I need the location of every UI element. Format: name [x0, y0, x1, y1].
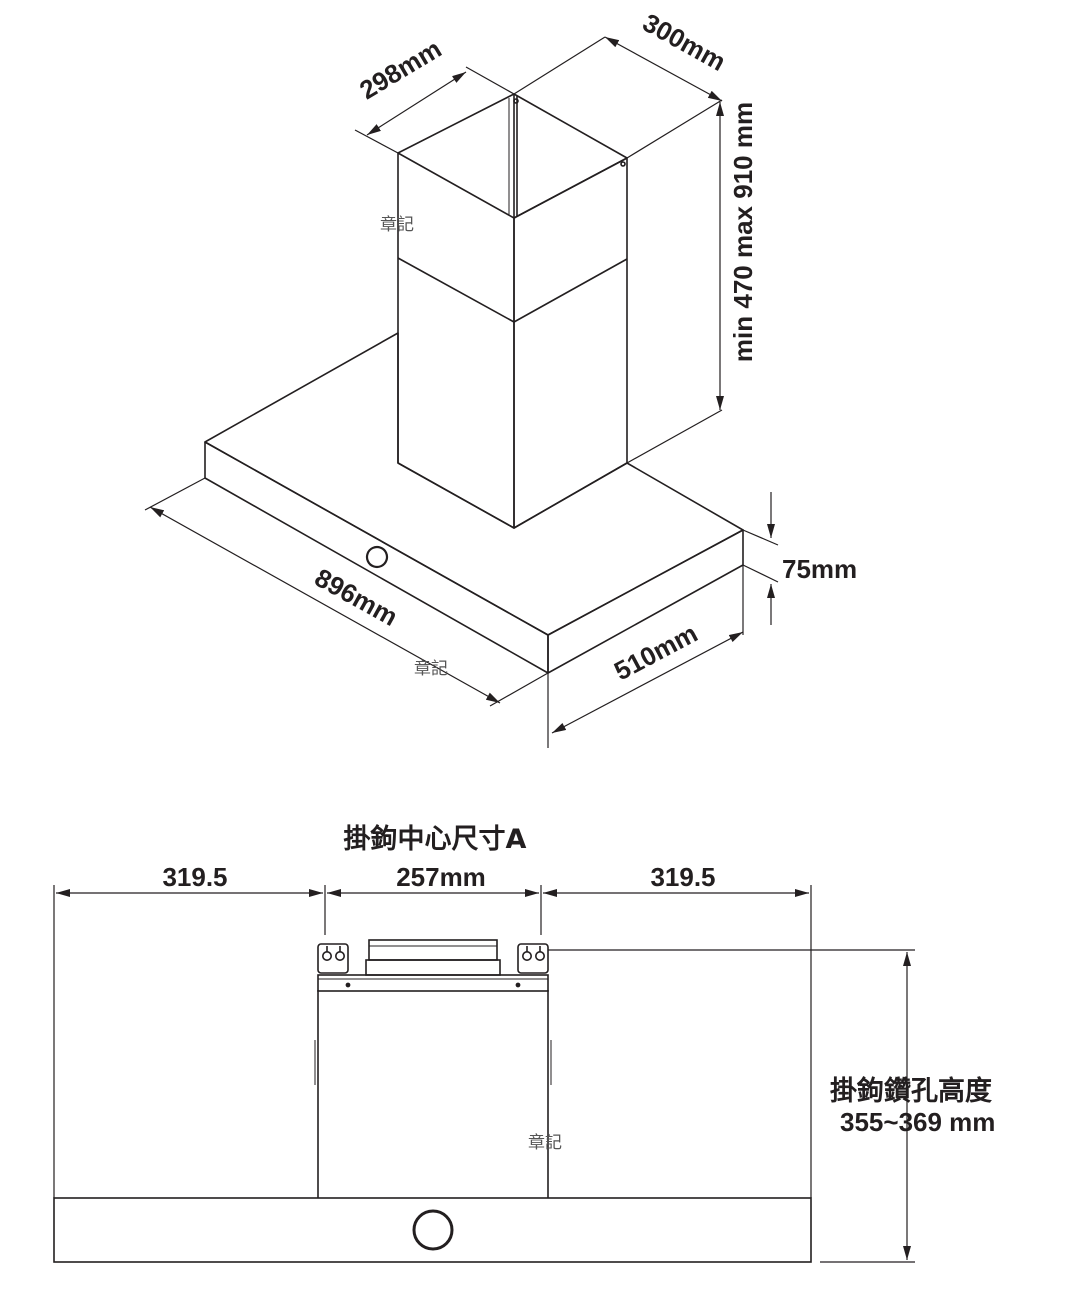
chimney-front-face — [397, 152, 515, 529]
hook-left — [317, 943, 349, 974]
chimney-depth-label: 300mm — [638, 7, 731, 77]
motor-housing — [368, 939, 498, 961]
bracket-screw — [620, 161, 626, 167]
left-offset-label: 319.5 — [162, 862, 227, 892]
dim-hook-spacing — [53, 885, 812, 1198]
dim-chimney-height — [626, 102, 724, 464]
watermark: 章記 — [414, 659, 448, 679]
chimney-height-label: min 470 max 910 mm — [728, 102, 758, 362]
watermark: 章記 — [380, 215, 414, 235]
dim-hood-width — [144, 477, 549, 707]
front-control-knob-icon — [412, 1209, 454, 1251]
chimney — [397, 93, 628, 529]
front-hood-body — [53, 1197, 812, 1263]
hook-center-title: 掛鉤中心尺寸A — [344, 823, 527, 855]
chimney-back-edge-top — [397, 93, 515, 154]
chimney-back-panel-edge — [513, 93, 628, 159]
chimney-top-right-edge — [513, 157, 628, 219]
dim-hood-thickness — [742, 492, 779, 625]
hood-width-label: 896mm — [310, 562, 403, 632]
chimney-joint-front — [397, 257, 515, 323]
center-span-label: 257mm — [396, 862, 486, 892]
right-offset-label: 319.5 — [650, 862, 715, 892]
hood-thickness-label: 75mm — [782, 554, 857, 584]
control-knob-icon — [365, 545, 389, 569]
chimney-right-face — [513, 157, 628, 529]
hook-right — [517, 943, 549, 974]
front-view — [53, 885, 915, 1263]
drill-height-title: 掛鉤鑽孔高度 — [830, 1075, 992, 1107]
motor-base — [365, 959, 501, 976]
dim-chimney-width — [354, 66, 515, 154]
chimney-width-label: 298mm — [354, 33, 446, 105]
hood-front-face — [204, 441, 549, 674]
bracket-screw — [513, 98, 519, 104]
isometric-view — [144, 36, 779, 748]
mounting-bracket — [317, 974, 549, 992]
hood-top-face — [204, 332, 744, 636]
hood-canopy — [204, 332, 744, 674]
dim-hood-depth — [547, 565, 744, 748]
hood-depth-label: 510mm — [609, 618, 702, 687]
watermark: 章記 — [528, 1133, 562, 1153]
dim-drill-height — [548, 949, 915, 1263]
dim-chimney-depth — [513, 36, 723, 159]
drill-height-value: 355~369 mm — [840, 1107, 995, 1137]
chimney-joint-right — [513, 258, 628, 323]
